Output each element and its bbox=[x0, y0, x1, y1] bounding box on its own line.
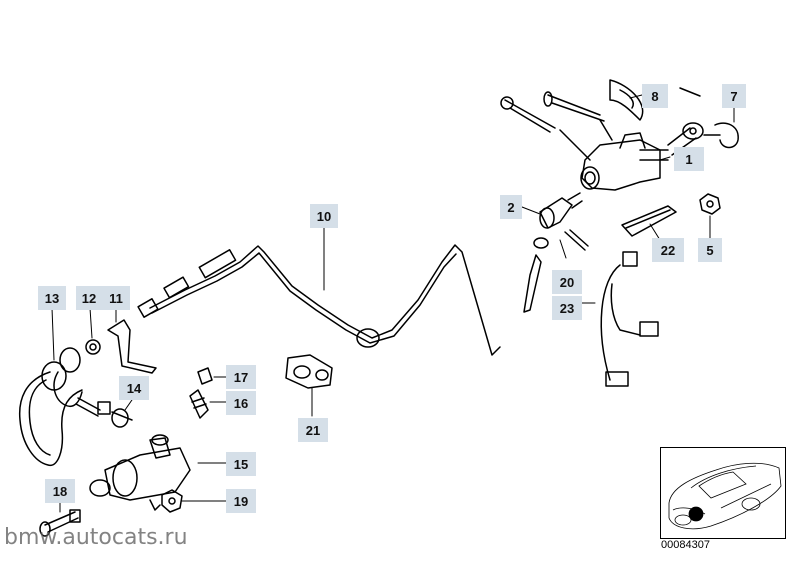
callout-1: 1 bbox=[674, 147, 704, 171]
hose-connector-2 bbox=[539, 192, 583, 229]
callout-2: 2 bbox=[500, 195, 522, 219]
slave-cylinder-15 bbox=[89, 434, 191, 511]
hose-loop-13 bbox=[18, 347, 83, 466]
callout-23: 23 bbox=[552, 296, 582, 320]
callout-15: 15 bbox=[226, 452, 256, 476]
callout-19: 19 bbox=[226, 489, 256, 513]
callout-5: 5 bbox=[698, 238, 722, 262]
nut-5 bbox=[699, 193, 721, 215]
grommet-21 bbox=[285, 354, 333, 389]
watermark: bmw.autocats.ru bbox=[4, 525, 188, 550]
callout-11: 11 bbox=[102, 286, 130, 310]
location-marker-icon bbox=[688, 506, 704, 522]
callout-12: 12 bbox=[76, 286, 102, 310]
bolt-18 bbox=[39, 509, 81, 537]
callout-10: 10 bbox=[310, 204, 338, 228]
nut-19 bbox=[161, 489, 183, 513]
leader-lines bbox=[51, 94, 735, 513]
hose-14 bbox=[75, 397, 133, 428]
vehicle-location-thumbnail bbox=[660, 447, 786, 539]
callout-22: 22 bbox=[652, 238, 684, 262]
clutch-line bbox=[137, 244, 501, 356]
callout-7: 7 bbox=[722, 84, 746, 108]
callout-20: 20 bbox=[552, 270, 582, 294]
master-cylinder bbox=[500, 79, 739, 191]
bleeder-screw-16 bbox=[189, 367, 213, 419]
seal-and-pin-20 bbox=[523, 229, 589, 313]
callout-21: 21 bbox=[298, 418, 328, 442]
callout-16: 16 bbox=[226, 391, 256, 415]
sensor-23 bbox=[600, 251, 659, 387]
clip-22 bbox=[621, 205, 677, 237]
callout-8: 8 bbox=[642, 84, 668, 108]
callout-18: 18 bbox=[45, 479, 75, 503]
bracket-11 bbox=[107, 319, 157, 374]
document-number: 00084307 bbox=[661, 539, 710, 551]
callout-17: 17 bbox=[226, 365, 256, 389]
washer-12 bbox=[85, 339, 101, 355]
callout-14: 14 bbox=[119, 376, 149, 400]
callout-13: 13 bbox=[38, 286, 66, 310]
